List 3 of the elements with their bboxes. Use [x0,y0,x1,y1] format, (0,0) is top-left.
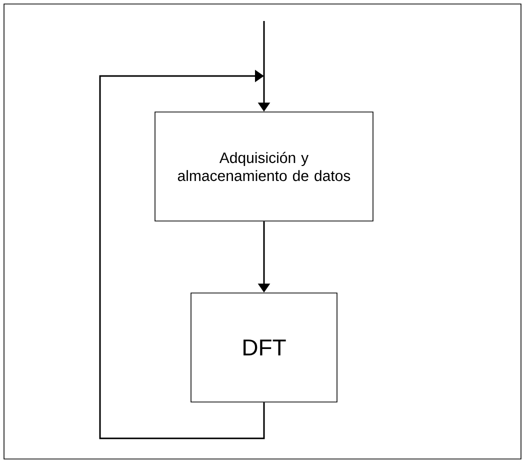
process-box: Adquisición y almacenamiento de datos [154,112,374,222]
arrow [99,70,265,440]
process-box: DFT [190,292,338,402]
